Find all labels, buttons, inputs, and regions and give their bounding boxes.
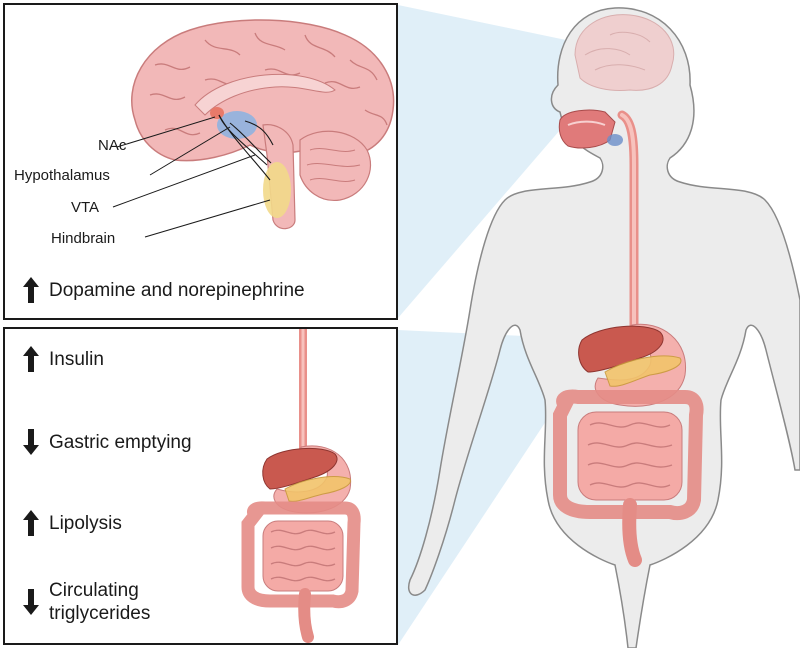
- brain-panel: NAc Hypothalamus VTA Hindbrain Dopamine …: [3, 3, 398, 320]
- effect-lipolysis: Lipolysis: [23, 510, 122, 536]
- pancreas-small: [284, 476, 351, 502]
- brain-cortex: [131, 19, 395, 162]
- effect-gastric-emptying: Gastric emptying: [23, 429, 192, 455]
- vta-region: [217, 111, 257, 139]
- effect-dopamine: Dopamine and norepinephrine: [23, 277, 305, 303]
- brain-gyri: [149, 32, 388, 136]
- down-arrow-icon: [23, 589, 39, 615]
- effect-text: Gastric emptying: [49, 431, 192, 453]
- effect-text: Dopamine and norepinephrine: [49, 279, 305, 301]
- large-intestine-small: [241, 501, 361, 609]
- corpus-callosum: [194, 73, 336, 116]
- body-silhouette: [408, 7, 800, 648]
- brain-illustration: [112, 19, 395, 238]
- hindbrain-region: [263, 162, 291, 218]
- effect-insulin: Insulin: [23, 346, 104, 372]
- rectum-small: [298, 588, 314, 643]
- gut-panel: Insulin Gastric emptying Lipolysis Circu…: [3, 327, 398, 645]
- pancreas: [604, 355, 682, 387]
- effect-text: Lipolysis: [49, 512, 122, 534]
- rectum: [622, 498, 642, 567]
- human-body-illustration: [408, 7, 800, 648]
- mouth-pharynx: [558, 109, 623, 149]
- label-vta: VTA: [71, 199, 100, 216]
- pathway-arrows: [218, 114, 274, 181]
- label-hindbrain: Hindbrain: [51, 230, 116, 247]
- gut-illustration: [241, 329, 361, 643]
- large-intestine: [553, 389, 704, 521]
- effect-text: Circulating triglycerides: [49, 579, 150, 625]
- down-arrow-icon: [23, 429, 39, 455]
- up-arrow-icon: [23, 346, 39, 372]
- up-arrow-icon: [23, 277, 39, 303]
- liver: [578, 325, 664, 373]
- nac-region: [210, 107, 224, 119]
- effect-text-line-1: Circulating: [49, 580, 139, 601]
- effect-text: Insulin: [49, 348, 104, 370]
- small-intestine-small: [262, 520, 344, 592]
- label-hypothalamus: Hypothalamus: [14, 167, 110, 184]
- small-intestine: [577, 411, 683, 501]
- label-leader-lines: [112, 116, 271, 238]
- up-arrow-icon: [23, 510, 39, 536]
- effect-text-line-2: triglycerides: [49, 603, 151, 624]
- head-brain: [574, 14, 675, 91]
- label-nac: NAc: [98, 137, 127, 154]
- effect-circulating-triglycerides: Circulating triglycerides: [23, 579, 150, 625]
- liver-small: [262, 447, 338, 490]
